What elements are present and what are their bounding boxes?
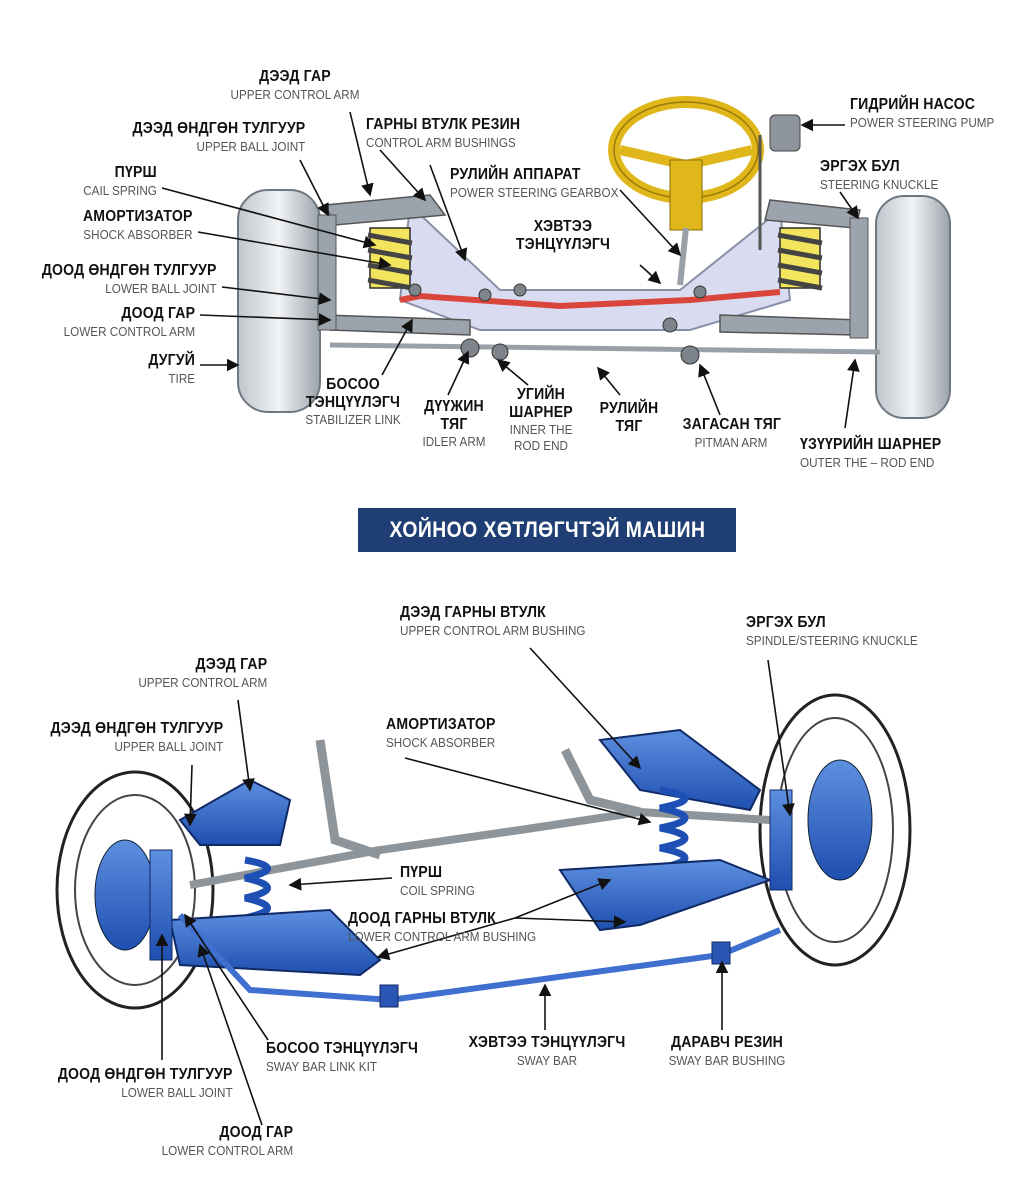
label-pitman-arm: ЗАГАСАН ТЯГ PITMAN ARM [682,416,782,450]
label-steering-knuckle: ЭРГЭХ БУЛ STEERING KNUCKLE [820,158,939,192]
label-inner-tie-rod: УГИЙН ШАРНЕР INNER THE ROD END [509,386,573,454]
label-tire: ДУГУЙ TIRE [148,352,195,386]
label-sway-bar-link: БОСОО ТЭНЦҮҮЛЭГЧ SWAY BAR LINK KIT [266,1040,419,1074]
label-sway-bar-bottom: ХЭВТЭЭ ТЭНЦҮҮЛЭГЧ SWAY BAR [468,1034,626,1068]
label-control-arm-bushings: ГАРНЫ ВТУЛК РЕЗИН CONTROL ARM BUSHINGS [366,116,521,150]
label-upper-ball-joint-bottom: ДЭЭД ӨНДГӨН ТУЛГУУР UPPER BALL JOINT [50,720,223,754]
label-steering-rod: РУЛИЙН ТЯГ [599,400,659,435]
label-idler-arm: ДҮҮЖИН ТЯГ IDLER ARM [422,398,486,450]
label-shock-absorber: АМОРТИЗАТОР SHOCK ABSORBER [83,208,193,242]
label-upper-control-arm-bushing: ДЭЭД ГАРНЫ ВТУЛК UPPER CONTROL ARM BUSHI… [400,604,586,638]
label-steering-gearbox: РУЛИЙН АППАРАТ POWER STEERING GEARBOX [450,166,619,200]
label-power-steering-pump: ГИДРИЙН НАСОС POWER STEERING PUMP [850,96,995,130]
label-sway-bar-bushing: ДАРАВЧ РЕЗИН SWAY BAR BUSHING [668,1034,786,1068]
label-shock-absorber-bottom: АМОРТИЗАТОР SHOCK ABSORBER [386,716,496,750]
label-spindle-knuckle: ЭРГЭХ БУЛ SPINDLE/STEERING KNUCKLE [746,614,918,648]
label-lower-ball-joint: ДООД ӨНДГӨН ТУЛГУУР LOWER BALL JOINT [42,262,217,296]
top-front-suspension-drawing [237,96,951,419]
label-lower-control-arm-bushing: ДООД ГАРНЫ ВТУЛК LOWER CONTROL ARM BUSHI… [348,910,537,944]
label-stabilizer-link: БОСОО ТЭНЦҮҮЛЭГЧ STABILIZER LINK [305,376,401,428]
label-coil-spring: ПҮРШ CAIL SPRING [83,164,157,198]
bottom-front-suspension-drawing [55,693,912,1010]
label-coil-spring-bottom: ПҮРШ COIL SPRING [400,864,475,898]
leader-lines [155,111,860,1126]
label-upper-control-arm-bottom: ДЭЭД ГАР UPPER CONTROL ARM [138,656,267,690]
label-lower-control-arm-bottom: ДООД ГАР LOWER CONTROL ARM [161,1124,293,1158]
label-lower-ball-joint-bottom: ДООД ӨНДГӨН ТУЛГУУР LOWER BALL JOINT [58,1066,233,1100]
label-upper-control-arm: ДЭЭД ГАР UPPER CONTROL ARM [230,68,360,102]
label-upper-ball-joint: ДЭЭД ӨНДГӨН ТУЛГУУР UPPER BALL JOINT [132,120,305,154]
label-outer-tie-rod: ҮЗҮҮРИЙН ШАРНЕР OUTER THE – ROD END [800,436,942,470]
section-banner: ХОЙНОО ХӨТЛӨГЧТЭЙ МАШИН [358,508,736,552]
label-lower-control-arm: ДООД ГАР LOWER CONTROL ARM [63,305,195,339]
label-sway-bar-top: ХЭВТЭЭ ТЭНЦҮҮЛЭГЧ [515,218,611,253]
